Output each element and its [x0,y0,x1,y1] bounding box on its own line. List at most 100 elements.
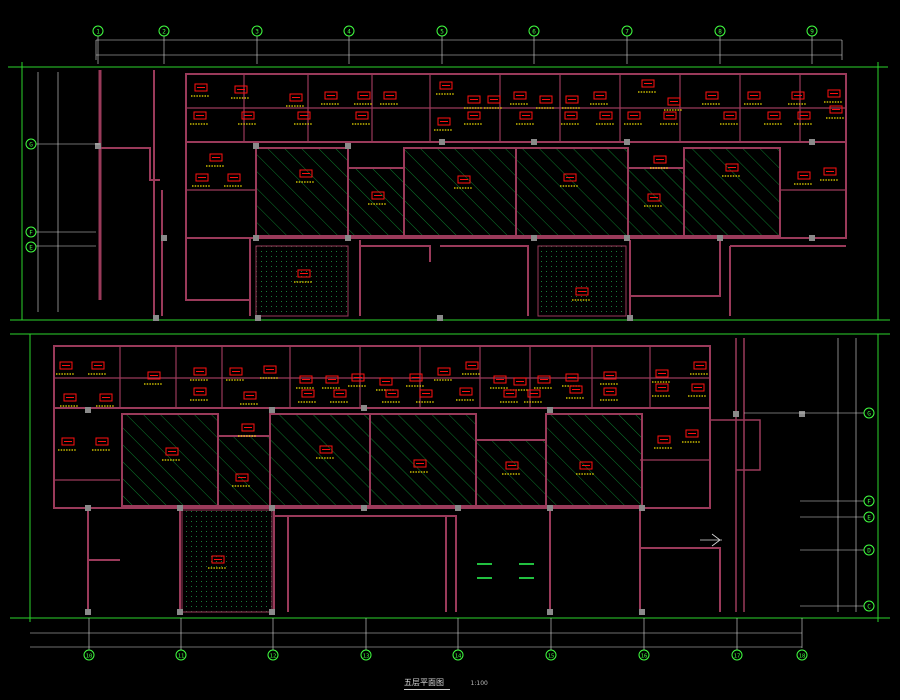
column [345,235,351,241]
room-tag [297,111,311,120]
top-side-axis-bubbles: G F E [25,138,100,253]
column [361,405,367,411]
room-tag [95,437,109,446]
column [627,315,633,321]
room-tag [61,437,75,446]
drawing-caption: 五层平面图 1:100 [404,677,488,690]
svg-text:4: 4 [347,29,351,36]
room-tag [569,385,583,394]
room-tag [467,111,481,120]
room-tag [194,83,208,92]
room-tag [565,373,579,382]
column [253,143,259,149]
column [85,609,91,615]
room-tag [657,435,671,444]
room-tag [539,95,553,104]
room-tag [827,89,841,98]
room-tag [383,91,397,100]
stair-marker [700,533,722,547]
axis-bubble: G [25,138,37,150]
axis-bubble: F [863,495,875,507]
room-tag [575,287,589,296]
column [809,235,815,241]
room-tag [647,193,661,202]
room-tag [229,367,243,376]
bottom-side-axis-bubbles: G F E D C [744,407,875,612]
column [455,505,461,511]
axis-bubble: C [863,600,875,612]
room-tag [193,111,207,120]
svg-text:F: F [29,230,33,237]
room-tag [437,117,451,126]
bottom-building-walls [53,338,761,612]
column [639,609,645,615]
room-tag [563,173,577,182]
room-tag [409,373,423,382]
room-tag [565,95,579,104]
room-tag [513,377,527,386]
column [95,143,101,149]
axis-bubble: 5 [436,25,448,37]
room-tag [241,111,255,120]
column [547,505,553,511]
bottom-floor-plan: 10 11 12 13 14 15 [10,333,890,661]
room-tag [519,111,533,120]
svg-text:3: 3 [255,29,259,36]
axis-bubble: 9 [806,25,818,37]
room-tag [437,367,451,376]
top-building-walls [98,70,847,316]
axis-bubble: 11 [175,649,187,661]
column [531,235,537,241]
svg-text:F: F [867,499,871,506]
room-tag [299,169,313,178]
bottom-axis-ticks [88,618,738,650]
column [547,407,553,413]
column [361,505,367,511]
column [85,407,91,413]
room-tag [319,445,333,454]
column [437,315,443,321]
svg-text:6: 6 [532,29,536,36]
svg-text:17: 17 [734,654,741,660]
column [153,315,159,321]
room-tag [655,369,669,378]
room-tag [725,163,739,172]
room-tag [371,191,385,200]
room-tag [439,81,453,90]
room-tag [641,79,655,88]
room-tag [457,175,471,184]
svg-text:13: 13 [363,654,370,660]
room-tag [243,391,257,400]
room-tag [355,111,369,120]
top-columns [95,139,815,321]
room-tag [797,171,811,180]
room-tag [59,361,73,370]
axis-bubble: 14 [452,649,464,661]
svg-text:18: 18 [799,654,806,660]
room-tag [227,173,241,182]
svg-text:E: E [867,515,871,522]
room-tag [325,375,339,384]
room-tag [193,387,207,396]
room-tag [513,91,527,100]
column [345,143,351,149]
room-tag [209,153,223,162]
column [177,609,183,615]
svg-text:14: 14 [455,654,462,660]
axis-bubble: 7 [621,25,633,37]
room-tag [663,111,677,120]
svg-text:15: 15 [548,654,555,660]
room-tag [693,361,707,370]
bottom-axis-bubbles: 10 11 12 13 14 15 [83,649,808,661]
room-tag [299,375,313,384]
room-tag [333,389,347,398]
room-tag [603,387,617,396]
room-tag [487,95,501,104]
svg-text:7: 7 [625,29,629,36]
room-tag [564,111,578,120]
room-tag [685,429,699,438]
room-tag [63,393,77,402]
svg-text:5: 5 [440,29,444,36]
room-tag [767,111,781,120]
axis-bubble: G [863,407,875,419]
